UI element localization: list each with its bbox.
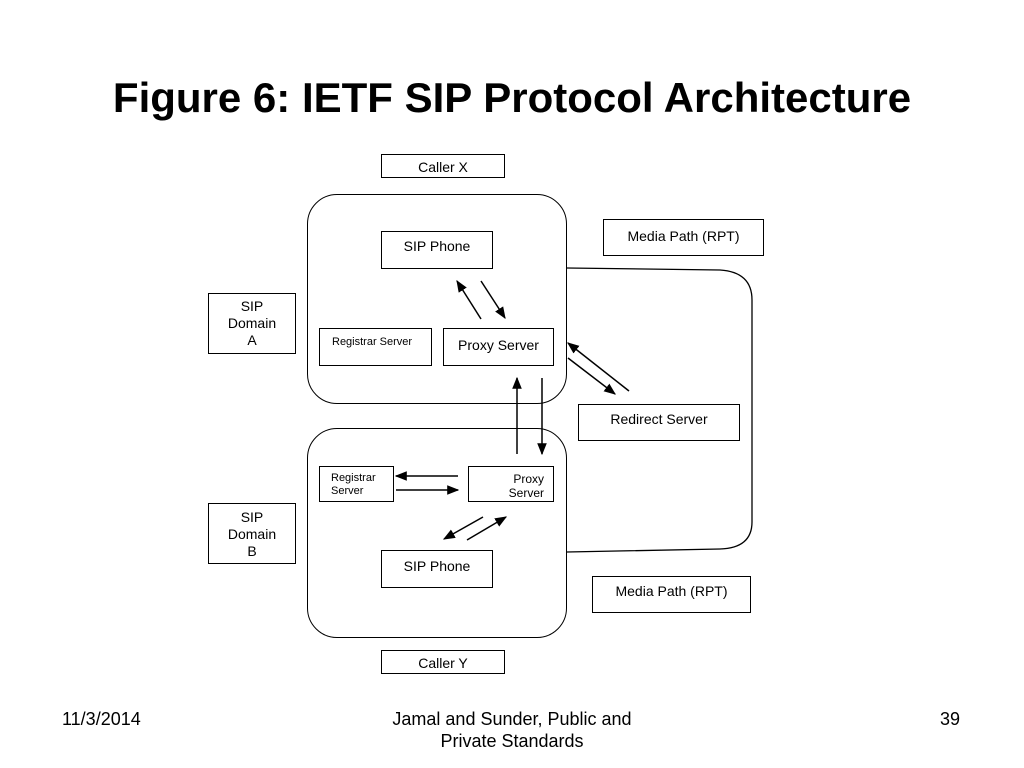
caller-x-label: Caller X: [418, 159, 468, 175]
caller-y-box: Caller Y: [381, 650, 505, 674]
domain-b-container: [307, 428, 567, 638]
registrar-b-line-2: Server: [331, 485, 364, 497]
arrow-phone-a-to-proxy-a: [480, 280, 506, 320]
domain-a-line-2: Domain: [227, 315, 277, 331]
footer-authors-line-1: Jamal and Sunder, Public and: [392, 709, 632, 729]
arrow-redirect-to-proxy-a: [567, 342, 630, 392]
media-path-bottom-label: Media Path (RPT): [615, 583, 728, 599]
proxy-a-box: Proxy Server: [443, 328, 554, 366]
arrow-proxy-a-to-phone-a: [456, 279, 482, 320]
footer-authors-line-2: Private Standards: [440, 731, 584, 751]
media-path-line: [566, 267, 753, 553]
domain-a-box: SIP Domain A: [208, 293, 296, 354]
footer-authors: Jamal and Sunder, Public and Private Sta…: [362, 708, 662, 752]
footer-date: 11/3/2014: [62, 709, 141, 729]
registrar-a-label: Registrar Server: [332, 336, 413, 348]
arrow-proxy-b-to-phone-b: [442, 516, 484, 540]
proxy-a-label: Proxy Server: [458, 337, 539, 353]
domain-b-line-3: B: [247, 543, 257, 559]
footer-page-number: 39: [940, 709, 961, 729]
domain-b-line-2: Domain: [227, 526, 277, 542]
page-title: Figure 6: IETF SIP Protocol Architecture: [112, 74, 912, 121]
proxy-b-line-1: Proxy: [513, 472, 544, 486]
redirect-server-box: Redirect Server: [578, 404, 740, 441]
sip-phone-a-box: SIP Phone: [381, 231, 493, 269]
arrow-phone-b-to-proxy-b: [466, 516, 508, 541]
caller-x-box: Caller X: [381, 154, 505, 178]
proxy-b-box: Proxy Server: [468, 466, 554, 502]
proxy-b-line-2: Server: [508, 486, 544, 500]
media-path-top-box: Media Path (RPT): [603, 219, 764, 256]
domain-a-container: [307, 194, 567, 404]
domain-b-line-1: SIP: [240, 509, 264, 525]
arrow-proxy-a-to-redirect: [567, 357, 616, 395]
caller-y-label: Caller Y: [418, 655, 468, 671]
domain-a-line-3: A: [247, 332, 257, 348]
media-path-top-label: Media Path (RPT): [627, 228, 740, 244]
registrar-a-box: Registrar Server: [319, 328, 432, 366]
registrar-b-line-1: Registrar: [331, 472, 376, 484]
redirect-server-label: Redirect Server: [610, 411, 708, 427]
domain-a-line-1: SIP: [240, 298, 264, 314]
registrar-b-box: Registrar Server: [319, 466, 394, 502]
sip-phone-b-label: SIP Phone: [403, 558, 471, 574]
media-path-bottom-box: Media Path (RPT): [592, 576, 751, 613]
domain-b-box: SIP Domain B: [208, 503, 296, 564]
sip-phone-b-box: SIP Phone: [381, 550, 493, 588]
sip-phone-a-label: SIP Phone: [403, 238, 471, 254]
